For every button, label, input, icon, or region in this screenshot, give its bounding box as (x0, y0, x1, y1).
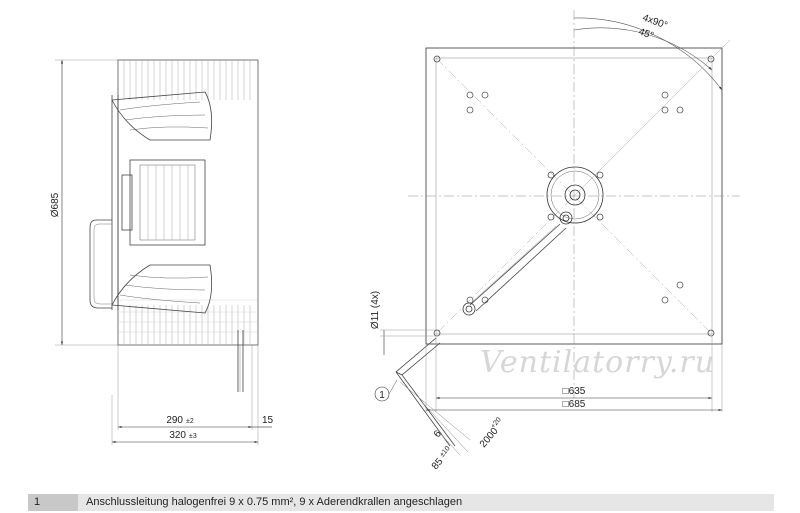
cable-strip-label: 6 (432, 428, 444, 440)
flange-15-label: 15 (262, 415, 274, 426)
hole-label: Ø11 (4x) (370, 291, 381, 329)
diameter-label: Ø685 (50, 192, 61, 217)
svg-text:2000: 2000 (478, 425, 501, 449)
svg-text:±3: ±3 (189, 433, 197, 440)
motor-hub (546, 166, 604, 224)
width-320-label: 320 ±3 (169, 430, 197, 441)
inlet-grille-bottom (123, 305, 251, 345)
square-635-label: □635 (563, 386, 586, 397)
side-grille (118, 299, 258, 333)
inlet-grille-top (123, 60, 251, 100)
cable-tag-label: 1 (379, 390, 385, 401)
note-text: Anschlussleitung halogenfrei 9 x 0.75 mm… (78, 494, 774, 511)
svg-text:290: 290 (166, 415, 183, 426)
mounting-holes (433, 55, 715, 337)
angle-arc-90 (573, 17, 723, 91)
width-290-label: 290 ±2 (166, 415, 194, 426)
note-row: 1 Anschlussleitung halogenfrei 9 x 0.75 … (28, 494, 774, 511)
motor-body (129, 159, 206, 246)
svg-text:+20: +20 (490, 416, 503, 430)
impeller-blade-top (111, 91, 213, 141)
cable-sleeve-label: 85 ±10 (430, 445, 452, 472)
angle-label: 45° (637, 26, 655, 42)
front-view (374, 10, 740, 456)
loose-cable (395, 337, 456, 447)
angle-arc-45 (573, 27, 713, 71)
impeller-blade-bottom (111, 264, 213, 314)
technical-drawing: Ø685 290 ±2 320 ±3 15 (50, 10, 740, 472)
watermark: Ventilatorry.ru (480, 345, 715, 380)
side-view (55, 59, 272, 445)
svg-text:±10: ±10 (439, 445, 452, 458)
svg-text:320: 320 (169, 430, 186, 441)
cable-loop (89, 219, 112, 309)
note-number: 1 (28, 494, 78, 511)
square-685-label: □685 (563, 399, 586, 410)
inner-bolts (466, 91, 684, 304)
cable-length-label: 2000 +20 (478, 416, 503, 450)
cable-bracket (469, 223, 567, 312)
svg-text:±2: ±2 (186, 418, 194, 425)
